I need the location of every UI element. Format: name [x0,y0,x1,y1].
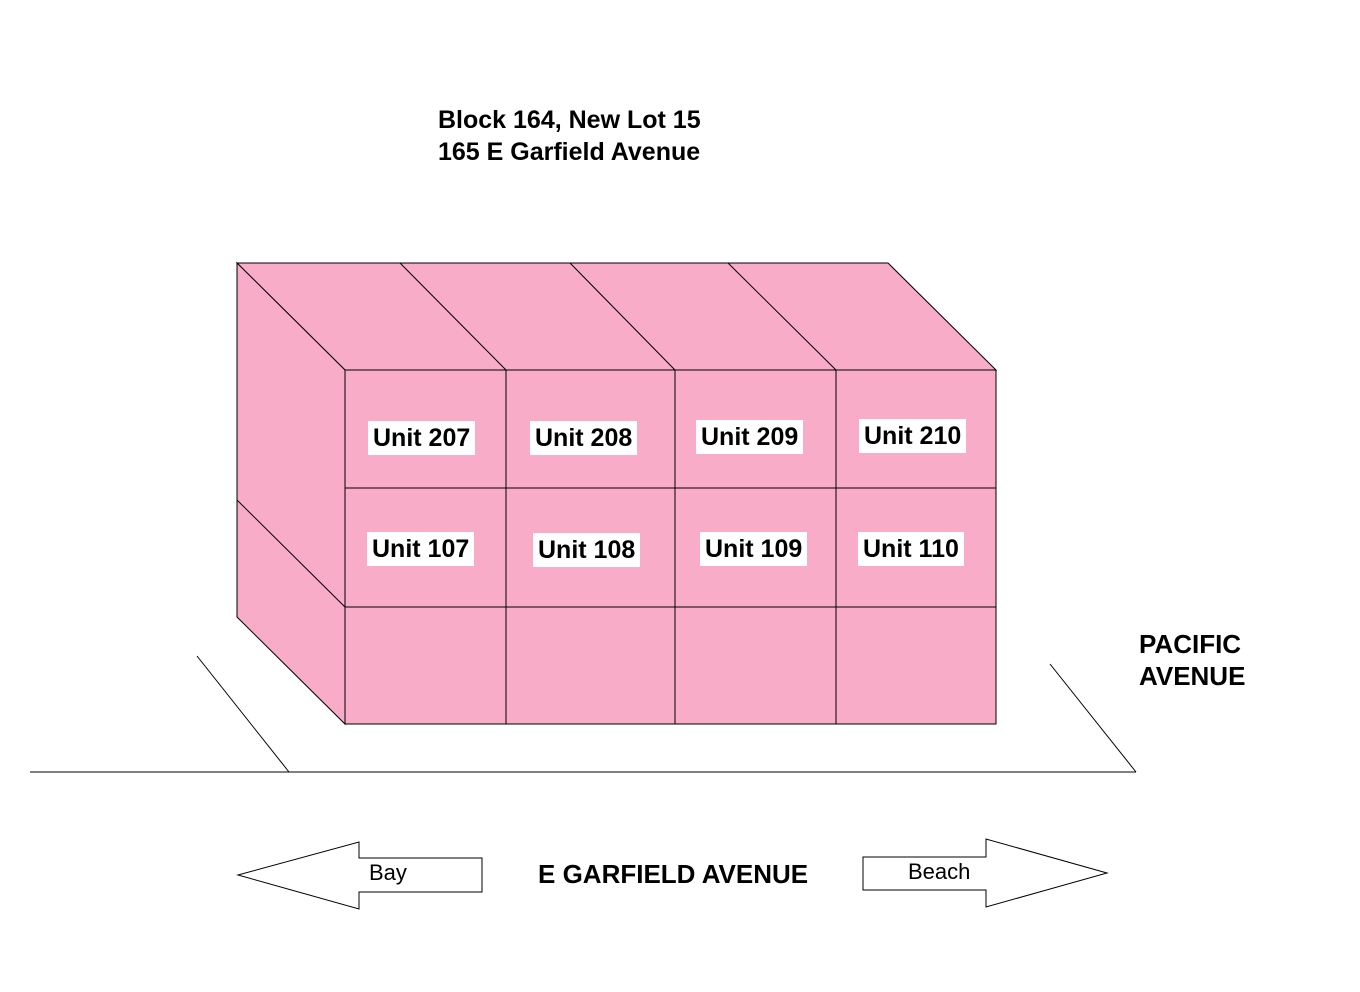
unit-label-210: Unit 210 [859,419,967,453]
building [235,261,998,726]
arrow-left-icon [236,841,483,910]
title-line-1: Block 164, New Lot 15 [438,106,701,134]
lot-outline [30,655,1137,773]
front-street-label: E GARFIELD AVENUE [538,859,809,889]
lot-left-edge [196,655,290,773]
building-roof [235,262,998,371]
side-street-line-2: AVENUE [1139,661,1246,691]
unit-label-109: Unit 109 [700,532,808,566]
unit-label-208: Unit 208 [530,421,638,455]
unit-label-207: Unit 207 [368,421,476,455]
side-street-line-1: PACIFIC [1139,629,1242,659]
direction-arrows [236,838,1109,910]
lot-right-edge [1049,663,1137,773]
building-lines [236,262,996,724]
unit-label-110: Unit 110 [858,532,964,566]
arrow-left-label: Bay [369,860,407,885]
unit-label-209: Unit 209 [696,420,804,454]
unit-label-108: Unit 108 [533,533,641,567]
arrow-right-label: Beach [908,859,971,884]
unit-label-107: Unit 107 [367,532,475,566]
arrow-right-icon [862,838,1109,908]
title-line-2: 165 E Garfield Avenue [438,138,701,166]
